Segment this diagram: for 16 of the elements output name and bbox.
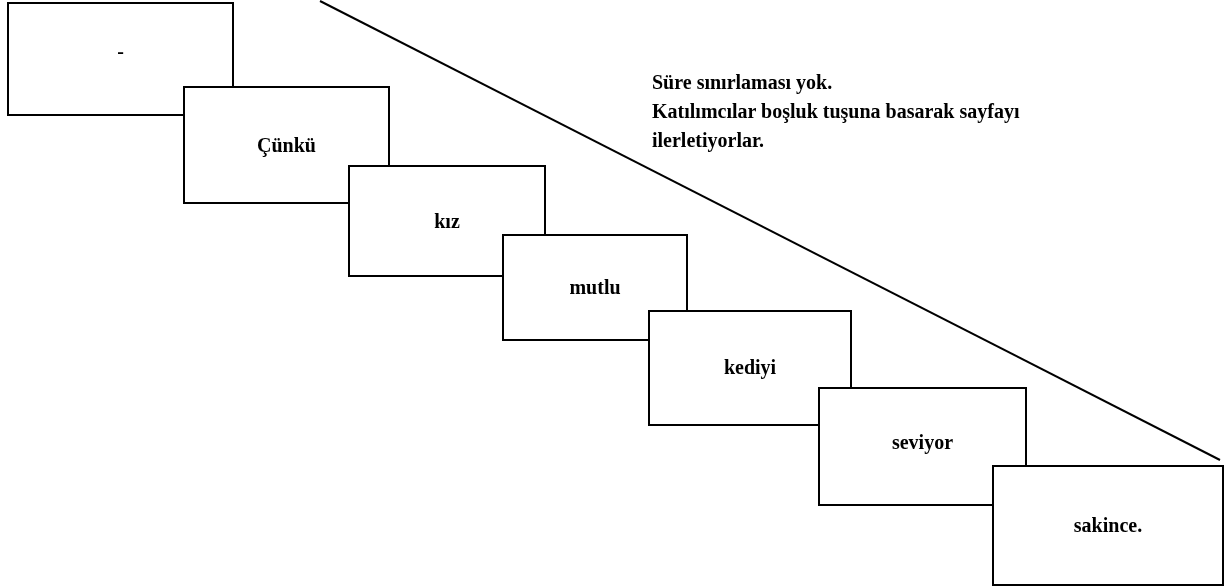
slide-box (7, 2, 234, 116)
instruction-note: Katılımcılar boşluk tuşuna basarak sayfayı ilerletiyorlar. (652, 99, 1021, 154)
slide-box (818, 387, 1027, 506)
slide-word: kız (434, 209, 460, 233)
slide-box (992, 465, 1224, 586)
slide-word: Çünkü (257, 133, 316, 157)
slide-word: mutlu (569, 276, 621, 299)
slide-word: kediyi (723, 355, 777, 379)
slide-box (502, 234, 688, 341)
slide-box (348, 165, 546, 277)
slide-box (183, 86, 390, 204)
slide-word: sakince. (1073, 514, 1143, 537)
slide-word: seviyor (891, 431, 954, 454)
slide-word: - (117, 39, 124, 63)
instruction-note: Süre sınırlaması yok. (652, 70, 834, 96)
slide-box (648, 310, 852, 426)
